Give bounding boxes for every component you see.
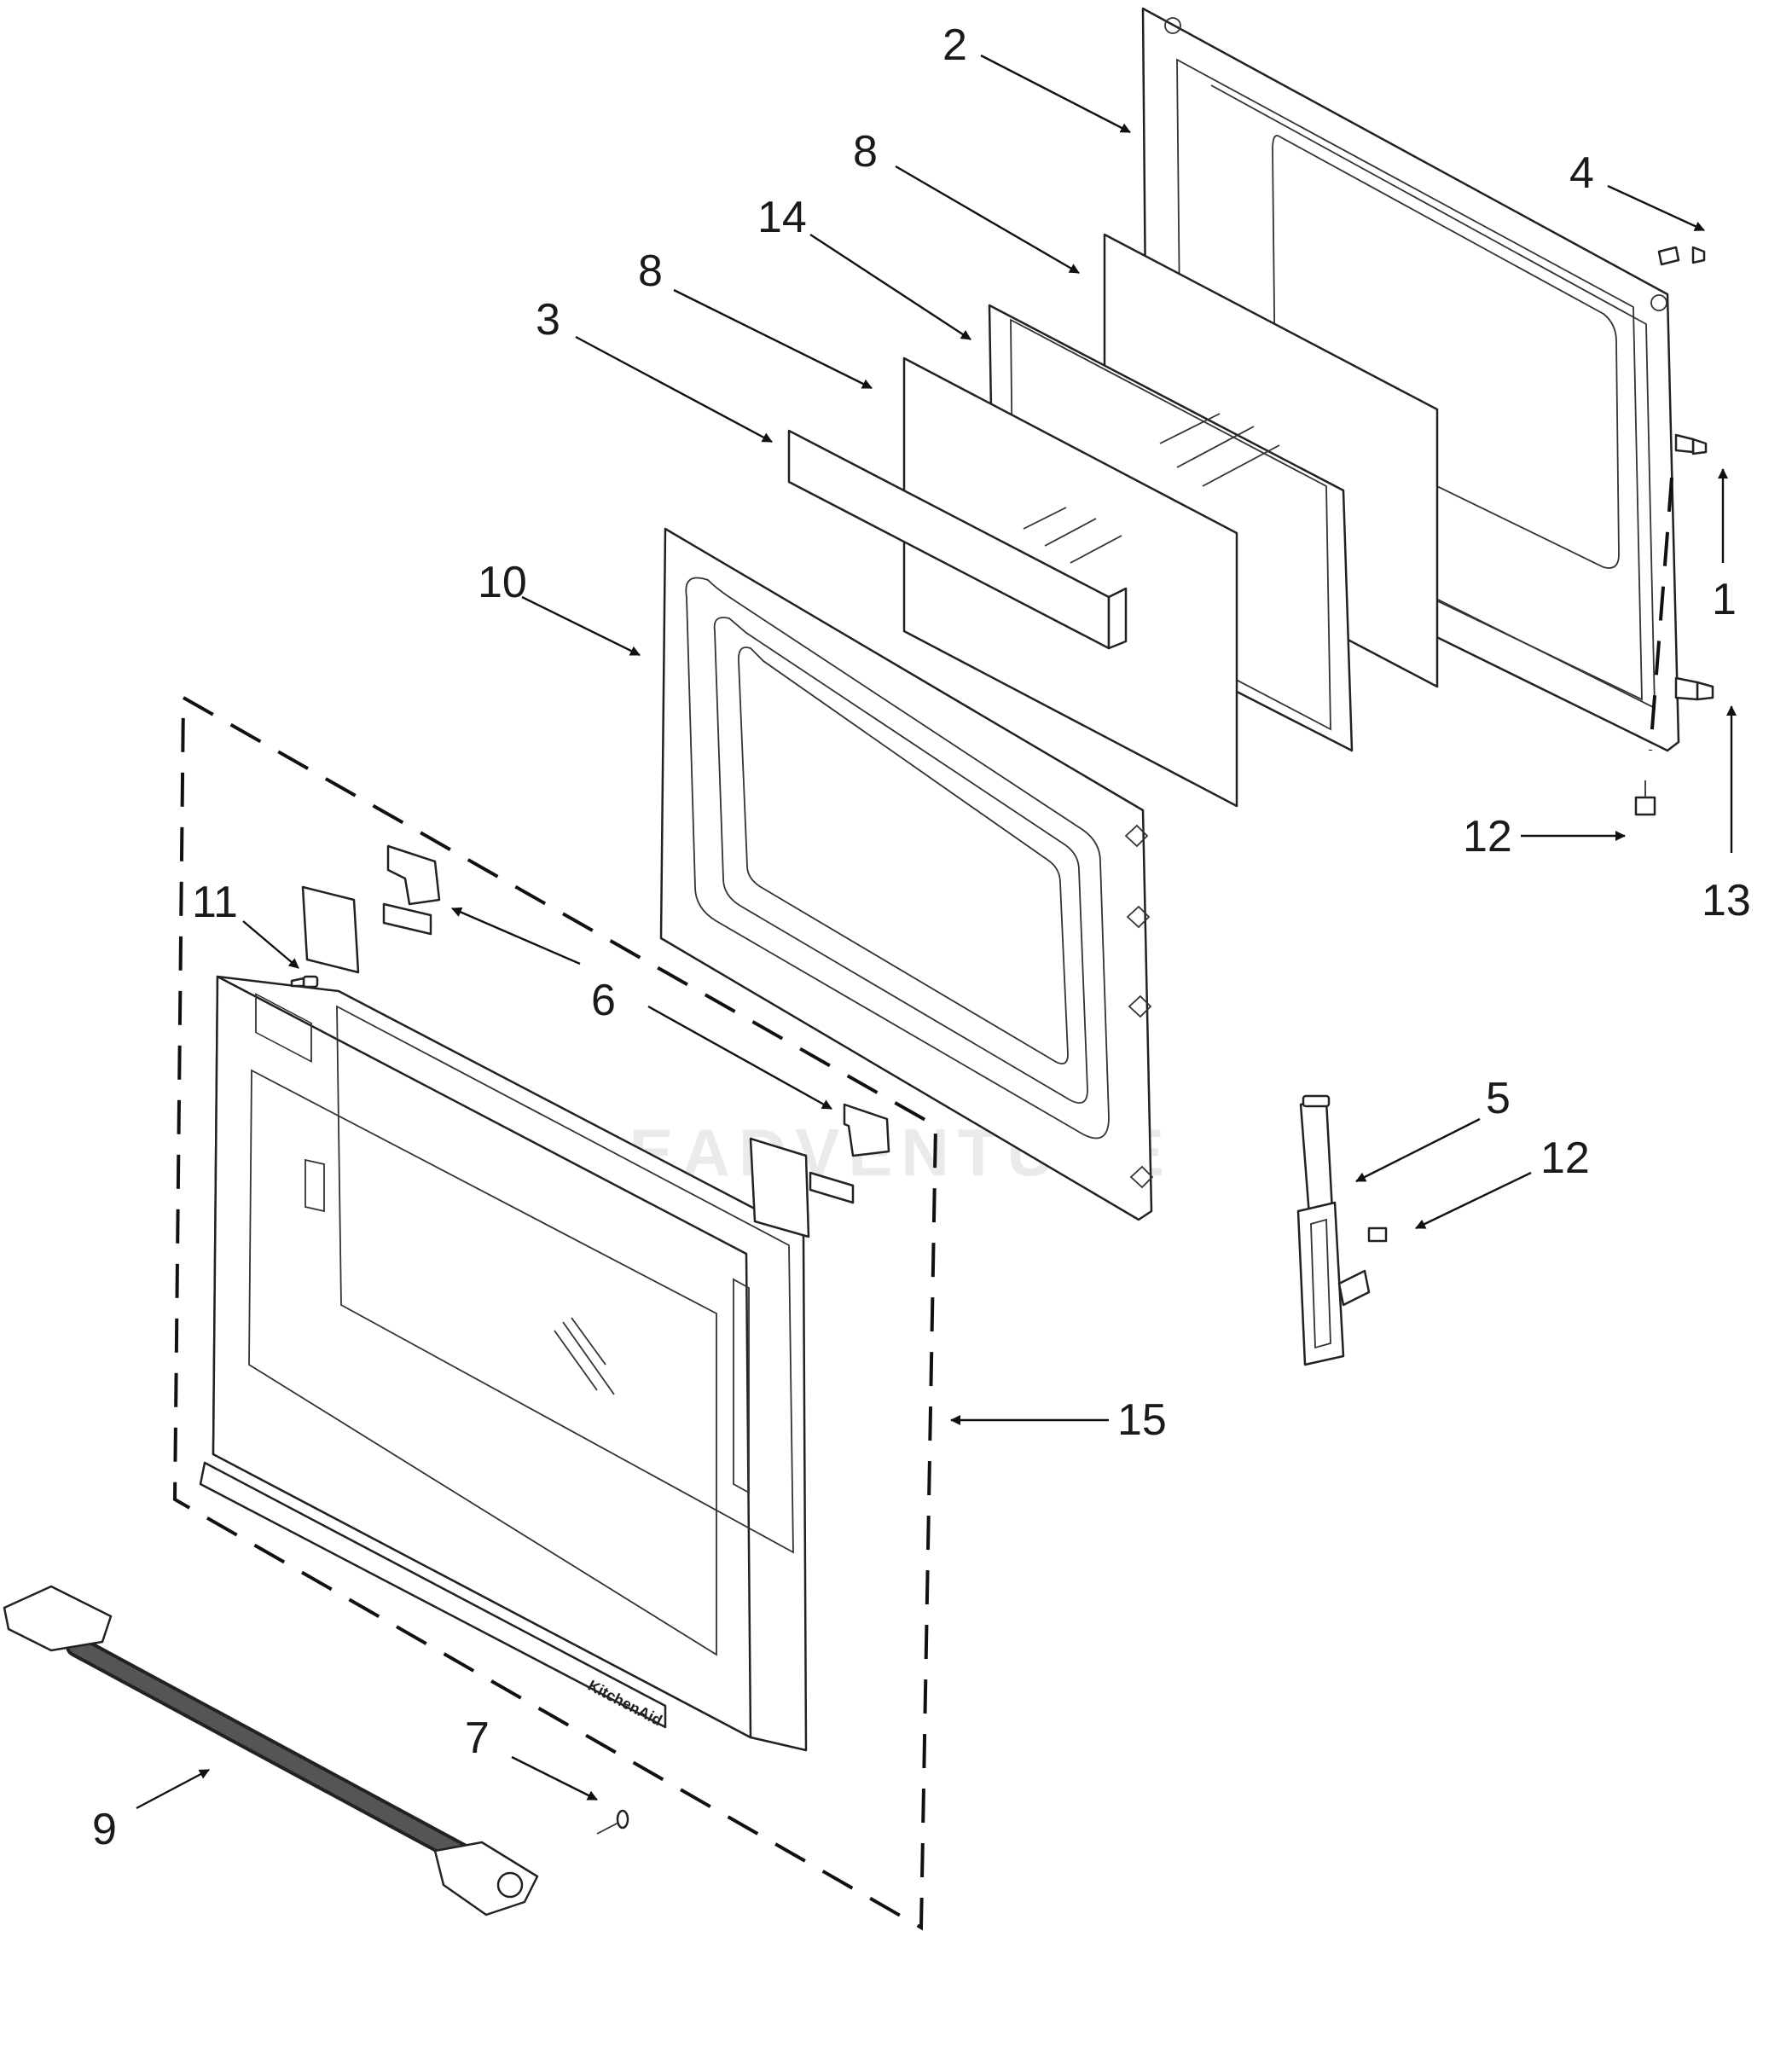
assembly-boundary-dashed: [172, 696, 938, 1931]
part-hinge-receptacle-left: [301, 844, 441, 974]
part-hinge: [1296, 1094, 1371, 1366]
callout-10: 10: [478, 558, 527, 607]
callout-7: 7: [465, 1714, 490, 1763]
callout-8-rear: 8: [853, 127, 878, 177]
callout-14: 14: [757, 193, 807, 242]
callout-12-upper: 12: [1463, 812, 1512, 861]
leader-arrows: [136, 54, 1737, 1810]
part-door-frame: [659, 527, 1154, 1221]
callout-8-front: 8: [638, 246, 663, 296]
callout-4: 4: [1569, 148, 1594, 198]
part-hinge-receptacle-right: [749, 1103, 890, 1238]
part-door-handle: [3, 1585, 539, 1917]
glass-reflection-lines: [1023, 507, 1122, 564]
callout-1: 1: [1712, 575, 1737, 624]
part-screws-right: [1367, 246, 1714, 1243]
callout-labels: 2 8 14 8 3 10 4 1 12 13 5 12 11 6 15 7 9: [92, 20, 1751, 1854]
alignment-dashed-line: [1649, 477, 1673, 751]
callout-12-lower: 12: [1540, 1134, 1590, 1183]
callout-2: 2: [942, 20, 967, 70]
callout-6: 6: [591, 976, 616, 1025]
part-screw-7: [596, 1809, 629, 1835]
callout-11: 11: [192, 878, 238, 927]
callout-9: 9: [92, 1805, 117, 1854]
part-insulation: [787, 429, 1128, 650]
callout-13: 13: [1702, 876, 1751, 925]
callout-5: 5: [1486, 1074, 1511, 1123]
part-outer-door-assembly: KitchenAid: [199, 975, 808, 1752]
part-screw-11: [290, 975, 319, 989]
callout-15: 15: [1117, 1395, 1167, 1445]
callout-3: 3: [536, 295, 560, 345]
